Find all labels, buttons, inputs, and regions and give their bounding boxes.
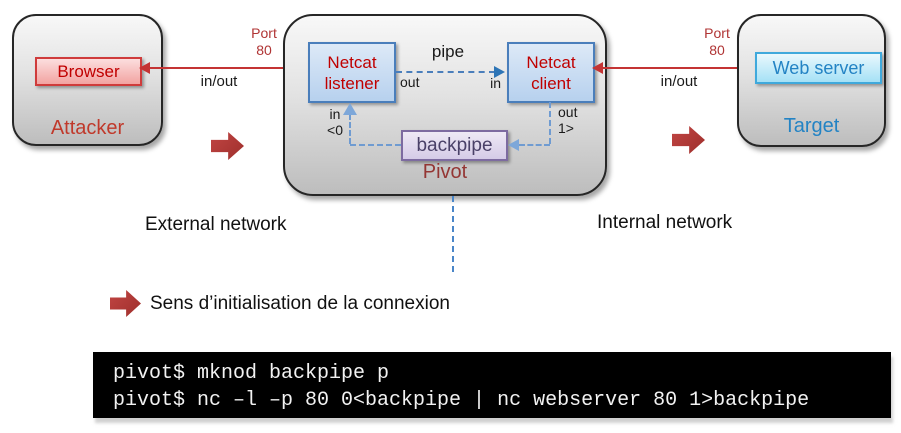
left-port-line2: 80 (256, 42, 272, 58)
listener-in-label: in (329, 106, 341, 122)
netcat-listener-node: Netcat listener (308, 42, 396, 103)
target-box: Web server Target (737, 14, 886, 147)
backpipe-node: backpipe (401, 130, 508, 161)
attacker-pivot-link (149, 67, 297, 69)
flow-direction-arrow-icon (211, 132, 244, 160)
client-out-block: out 1> (558, 104, 577, 136)
left-port-line1: Port (251, 25, 277, 41)
right-port-label: Port 80 (687, 25, 747, 59)
terminal-window: pivot$ mknod backpipe p pivot$ nc –l –p … (93, 352, 891, 418)
attacker-title: Attacker (50, 117, 125, 139)
client-in-label: in (490, 75, 501, 91)
listener-in-block: in <0 (315, 106, 355, 138)
client-backpipe-line (519, 144, 550, 146)
external-network-label: External network (145, 214, 287, 235)
arrowhead-left-icon (139, 62, 150, 74)
backpipe-up-line (349, 114, 351, 144)
browser-node: Browser (35, 57, 142, 86)
backpipe-label: backpipe (416, 134, 493, 156)
netcat-listener-line1: Netcat (327, 52, 377, 72)
target-title: Target (783, 115, 840, 137)
browser-label: Browser (57, 61, 120, 81)
attacker-box: Browser Attacker (12, 14, 163, 146)
left-io-label: in/out (200, 73, 238, 90)
flow-direction-arrow-icon (672, 126, 705, 154)
listener-redirect-label: <0 (327, 122, 343, 138)
right-port-line1: Port (704, 25, 730, 41)
listener-out-label: out (400, 74, 420, 90)
terminal-line: pivot$ mknod backpipe p (113, 362, 390, 385)
left-port-label: Port 80 (234, 25, 294, 59)
netcat-client-line1: Netcat (526, 52, 576, 72)
pipe-arrowhead-icon (494, 66, 505, 78)
pivot-target-link (602, 67, 744, 69)
pivot-callout-line (452, 196, 454, 272)
listener-in-arrowhead-icon (343, 103, 357, 115)
client-out-label: out (558, 104, 578, 120)
netcat-client-line2: client (531, 73, 571, 93)
pipe-label: pipe (431, 42, 465, 61)
client-down-line (549, 102, 551, 144)
pivot-box: Netcat listener Netcat client backpipe p… (283, 14, 607, 196)
legend-text: Sens d’initialisation de la connexion (150, 293, 450, 314)
internal-network-label: Internal network (597, 212, 733, 233)
pipe-line (396, 71, 495, 73)
backpipe-in-arrowhead-icon (508, 139, 519, 151)
webserver-label: Web server (772, 57, 865, 78)
pivot-title: Pivot (422, 161, 468, 183)
netcat-client-node: Netcat client (507, 42, 595, 103)
webserver-node: Web server (755, 52, 882, 84)
arrowhead-left-icon (592, 62, 603, 74)
terminal-line: pivot$ nc –l –p 80 0<backpipe | nc webse… (113, 389, 810, 412)
netcat-listener-line2: listener (324, 73, 380, 93)
backpipe-left-line (350, 144, 401, 146)
right-port-line2: 80 (709, 42, 725, 58)
right-io-label: in/out (660, 73, 698, 90)
client-redirect-label: 1> (558, 120, 574, 136)
legend-arrow-icon (110, 290, 141, 317)
